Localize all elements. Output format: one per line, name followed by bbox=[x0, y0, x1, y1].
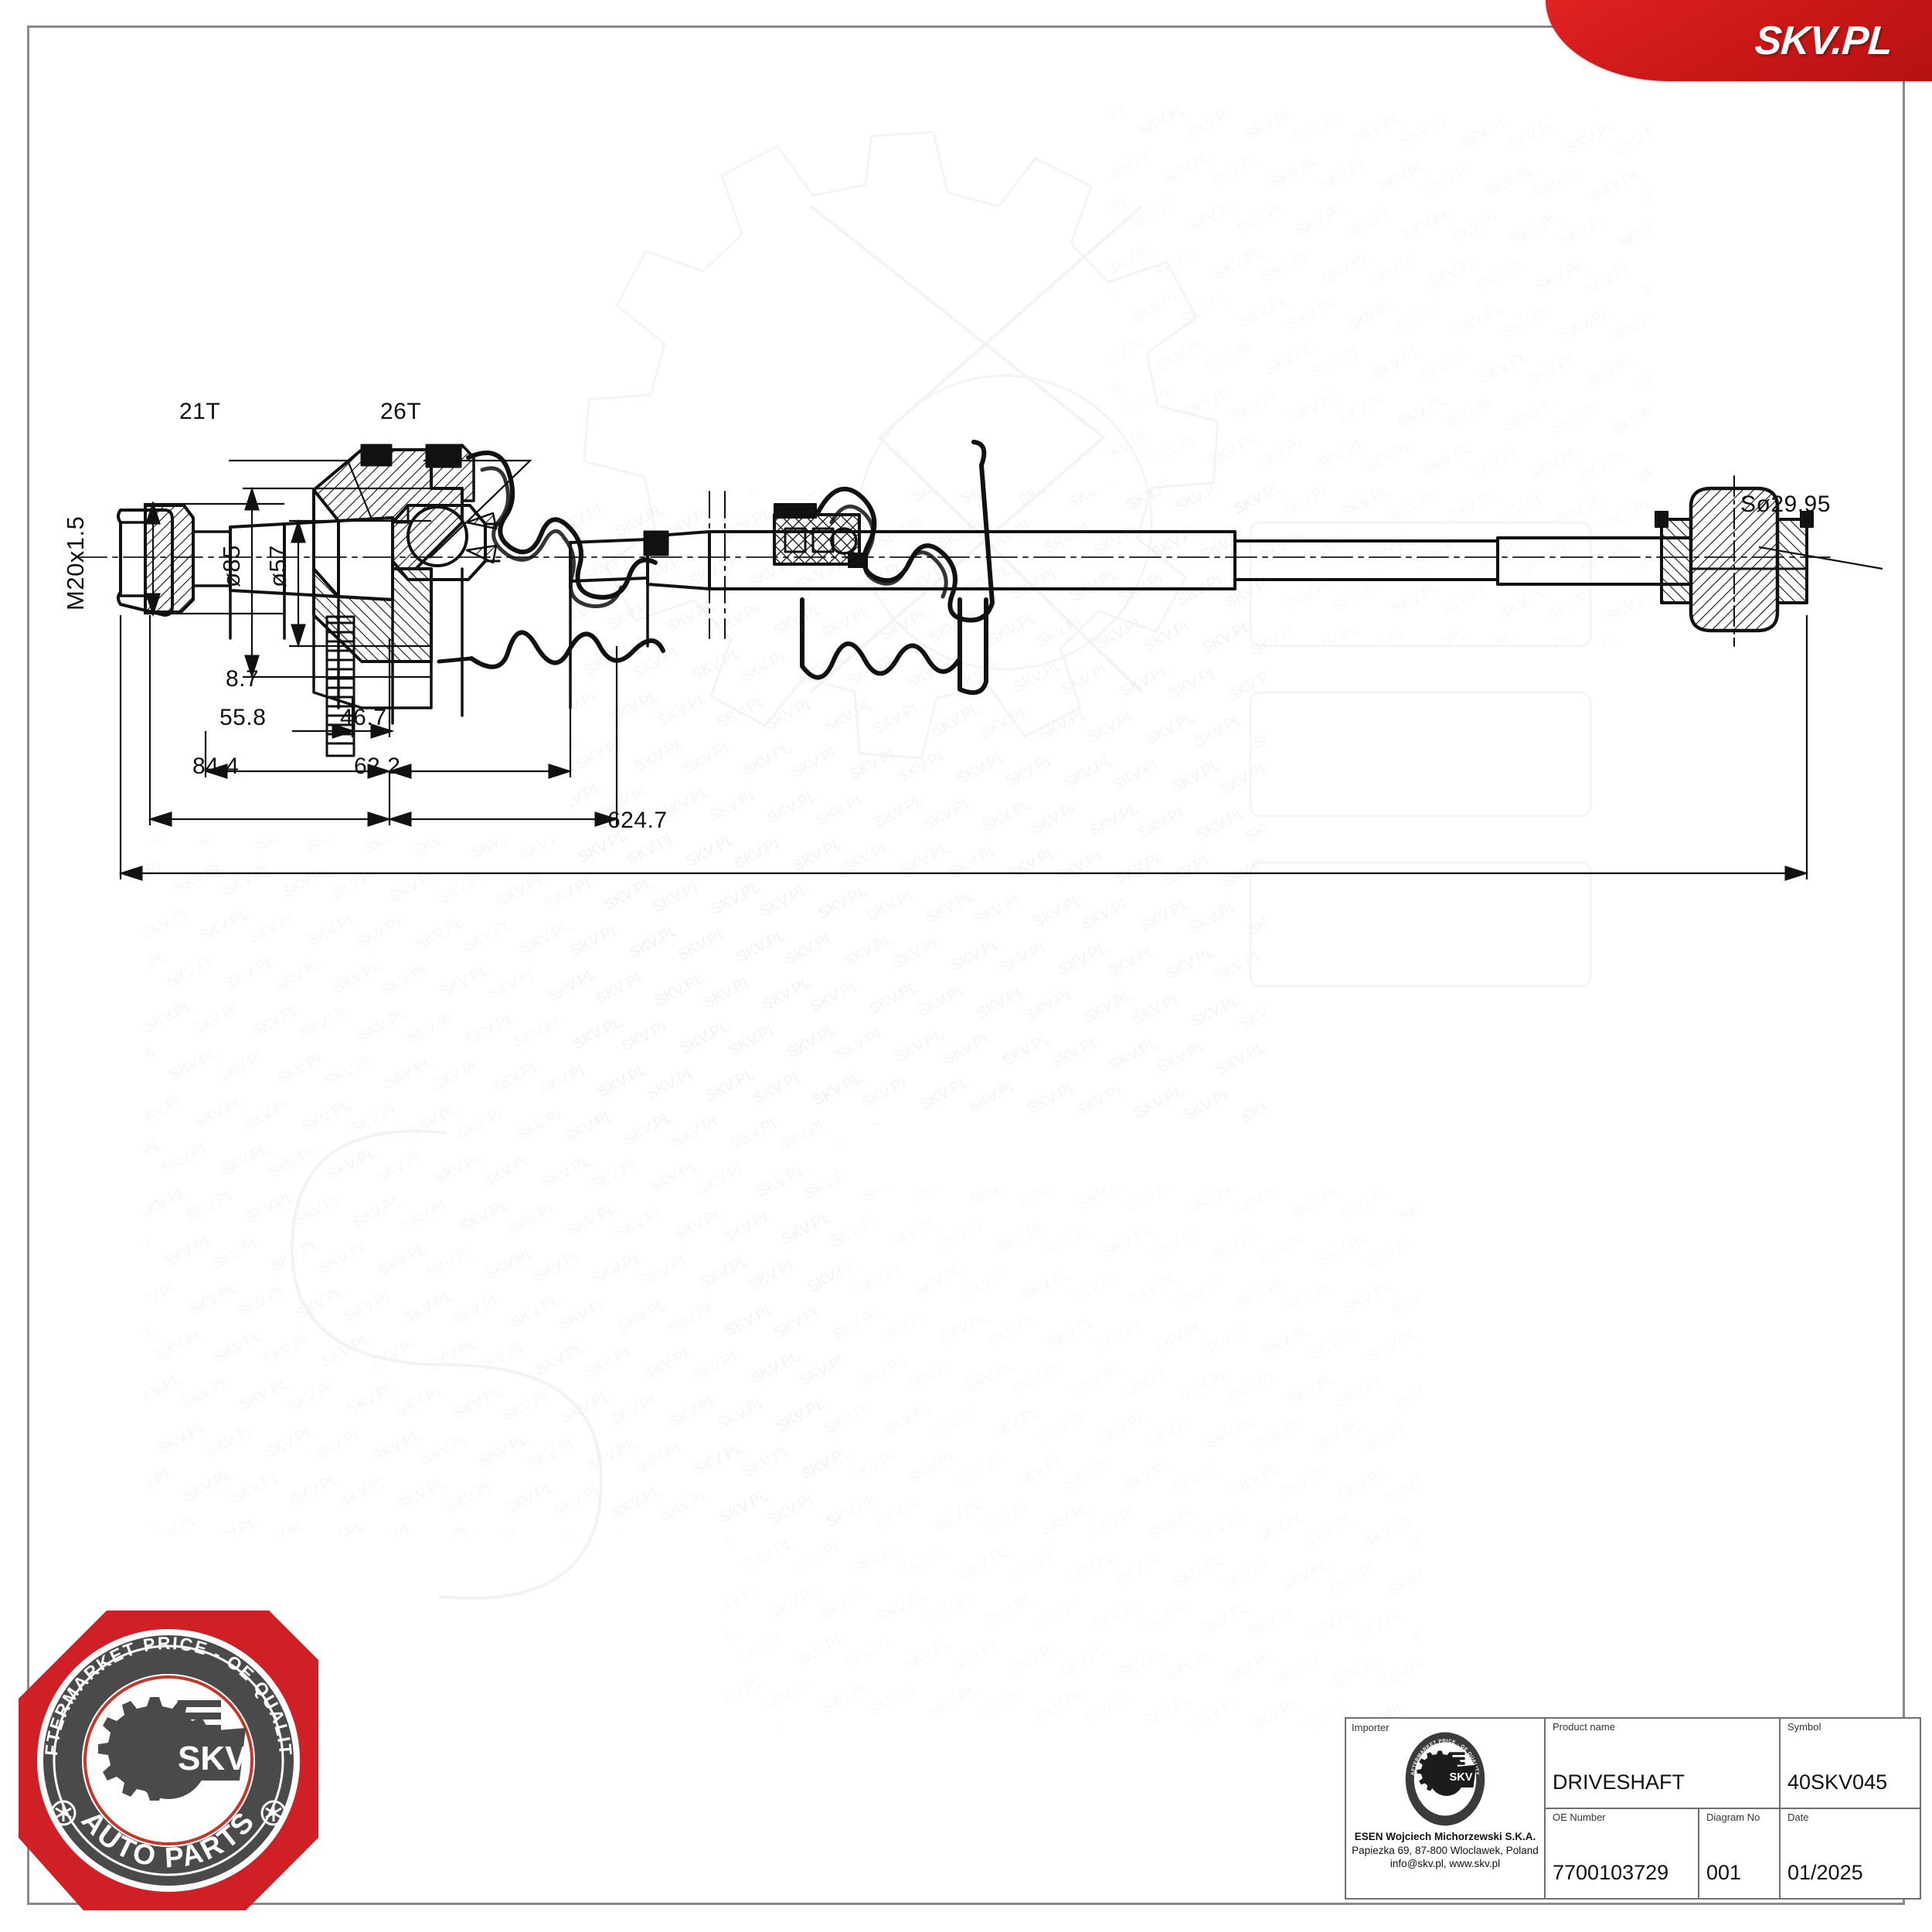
importer-skv-mark: AFTERMARKET PRICE - OE QUALITY AUTO PART… bbox=[1405, 1732, 1485, 1826]
leader-ball-dia bbox=[1758, 546, 1883, 570]
callout-21T: 21T bbox=[179, 399, 221, 424]
badge-asterisk-icon-right bbox=[260, 1800, 287, 1826]
dimension-lines bbox=[118, 459, 1883, 881]
title-block-importer-cell: Importer AFTERMARKET PRICE - OE QUALITY … bbox=[1346, 1719, 1546, 1898]
callout-dia-57: ø57 bbox=[264, 545, 291, 587]
date-value: 01/2025 bbox=[1787, 1861, 1863, 1884]
symbol-cell: Symbol 40SKV045 bbox=[1781, 1719, 1920, 1808]
product-name-cell: Product name DRIVESHAFT bbox=[1546, 1719, 1781, 1808]
title-block-row-top: Product name DRIVESHAFT Symbol 40SKV045 bbox=[1546, 1719, 1920, 1809]
left-thread-stub bbox=[117, 504, 286, 617]
symbol-value: 40SKV045 bbox=[1787, 1770, 1888, 1794]
leader-26T bbox=[423, 459, 532, 559]
dim-55-8: 55.8 bbox=[219, 705, 267, 730]
callout-26T: 26T bbox=[380, 399, 422, 424]
date-cell: Date 01/2025 bbox=[1781, 1809, 1920, 1898]
dim-8-7: 8.7 bbox=[226, 666, 260, 692]
dim-46-7: 46.7 bbox=[340, 705, 387, 730]
leader-21T bbox=[229, 459, 374, 522]
importer-label: Importer bbox=[1352, 1722, 1389, 1733]
diagram-no-value: 001 bbox=[1706, 1861, 1742, 1884]
callout-ball-dia: Sø29.95 bbox=[1740, 492, 1831, 517]
right-end-joint bbox=[1655, 475, 1814, 647]
skv-gear-icon bbox=[98, 1697, 246, 1801]
skv-brand-banner: SKV.PL bbox=[1546, 0, 1932, 81]
callout-dia-85: ø85 bbox=[218, 545, 245, 587]
intermediate-shaft bbox=[569, 491, 1692, 639]
auto-parts-badge: AFTERMARKET PRICE - OE QUALITY AUTO PART… bbox=[7, 1590, 323, 1915]
product-name-value: DRIVESHAFT bbox=[1553, 1770, 1685, 1794]
callout-thread: M20x1.5 bbox=[62, 515, 89, 611]
brand-banner-text: SKV.PL bbox=[1753, 18, 1894, 63]
diagram-no-label: Diagram No bbox=[1706, 1811, 1760, 1823]
importer-contact: info@skv.pl, www.skv.pl bbox=[1389, 1858, 1501, 1870]
importer-address-block: ESEN Wojciech Michorzewski S.K.A. Papiez… bbox=[1349, 1830, 1542, 1871]
importer-company: ESEN Wojciech Michorzewski S.K.A. bbox=[1354, 1831, 1536, 1842]
svg-text:SKV: SKV bbox=[1449, 1771, 1472, 1784]
cv-joint-outer-housing bbox=[312, 444, 475, 663]
right-rubber-boot bbox=[800, 440, 995, 696]
oe-number-label: OE Number bbox=[1553, 1811, 1606, 1823]
badge-asterisk-icon-left bbox=[50, 1800, 77, 1826]
oe-number-cell: OE Number 7700103729 bbox=[1546, 1809, 1699, 1898]
diagram-no-cell: Diagram No 001 bbox=[1699, 1809, 1781, 1898]
badge-center-label: SKV bbox=[178, 1740, 248, 1777]
dim-62-2: 62.2 bbox=[354, 753, 401, 779]
title-block-fields: Product name DRIVESHAFT Symbol 40SKV045 … bbox=[1546, 1719, 1920, 1898]
auto-parts-badge-svg: AFTERMARKET PRICE - OE QUALITY AUTO PART… bbox=[7, 1590, 318, 1910]
importer-street: Papiezka 69, 87-800 Wloclawek, Poland bbox=[1352, 1844, 1539, 1856]
oe-number-value: 7700103729 bbox=[1553, 1861, 1669, 1884]
dim-total-length: 624.7 bbox=[607, 808, 668, 833]
title-block-row-bottom: OE Number 7700103729 Diagram No 001 Date… bbox=[1546, 1809, 1920, 1898]
date-label: Date bbox=[1787, 1811, 1809, 1823]
symbol-label: Symbol bbox=[1787, 1721, 1821, 1733]
product-name-label: Product name bbox=[1553, 1721, 1615, 1733]
dim-84-4: 84.4 bbox=[192, 753, 240, 779]
right-tripod-joint bbox=[773, 503, 868, 568]
title-block: Importer AFTERMARKET PRICE - OE QUALITY … bbox=[1345, 1717, 1921, 1900]
